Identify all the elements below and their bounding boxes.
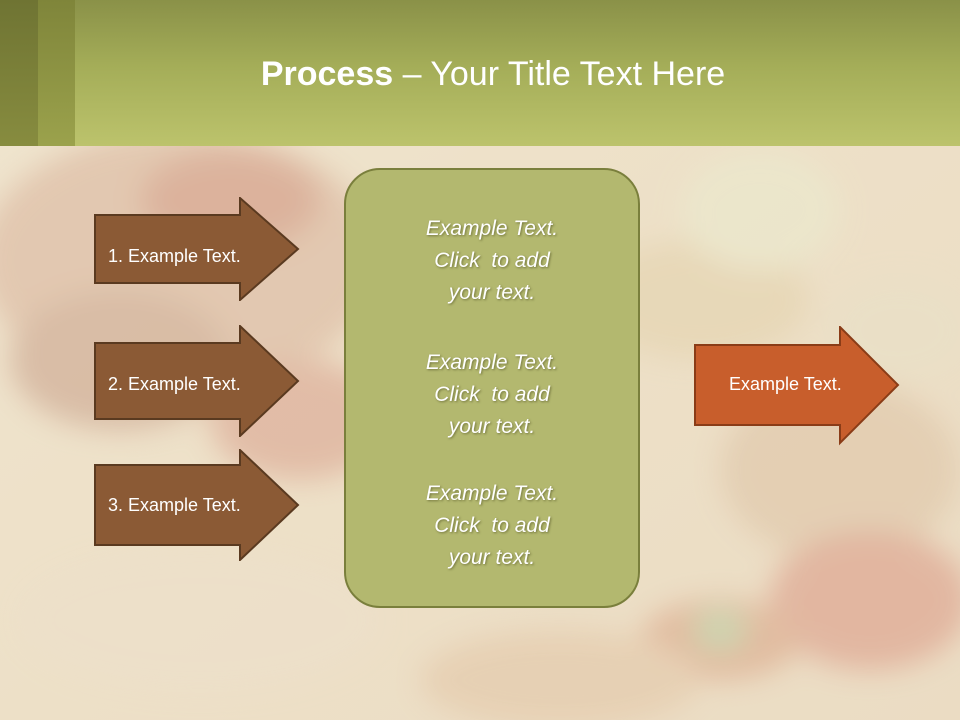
left-arrow-2-label: 2. Example Text. xyxy=(108,374,241,394)
center-text-block-2: Example Text. Click to add your text. xyxy=(344,347,640,443)
right-arrow-label: Example Text. xyxy=(729,374,842,394)
left-arrow-2[interactable] xyxy=(94,325,300,437)
right-arrow[interactable] xyxy=(694,326,900,446)
title-bold: Process xyxy=(260,55,394,93)
header-accent-stripe-light xyxy=(38,0,75,146)
slide-title[interactable]: Process – Your Title Text Here xyxy=(0,52,960,96)
center-block-2-line-3: your text. xyxy=(448,415,536,438)
center-block-3-line-3: your text. xyxy=(448,546,536,569)
center-block-1-line-2: Click to add xyxy=(434,249,550,272)
left-arrow-3-label: 3. Example Text. xyxy=(108,495,241,515)
center-block-2-line-2: Click to add xyxy=(434,383,550,406)
center-block-3-line-1: Example Text. xyxy=(425,482,559,505)
header-accent-stripe xyxy=(0,0,38,146)
left-arrow-1[interactable] xyxy=(94,197,300,301)
center-content-box[interactable] xyxy=(344,168,640,608)
center-block-1-line-3: your text. xyxy=(448,281,536,304)
left-arrow-1-label: 1. Example Text. xyxy=(108,246,241,266)
center-text-block-1: Example Text. Click to add your text. xyxy=(344,213,640,309)
header-band xyxy=(0,0,960,146)
left-arrow-3[interactable] xyxy=(94,449,300,561)
center-text-block-3: Example Text. Click to add your text. xyxy=(344,478,640,574)
center-block-1-line-1: Example Text. xyxy=(425,217,559,240)
center-block-3-line-2: Click to add xyxy=(434,514,550,537)
title-rest: – Your Title Text Here xyxy=(393,55,726,93)
center-block-2-line-1: Example Text. xyxy=(425,351,559,374)
